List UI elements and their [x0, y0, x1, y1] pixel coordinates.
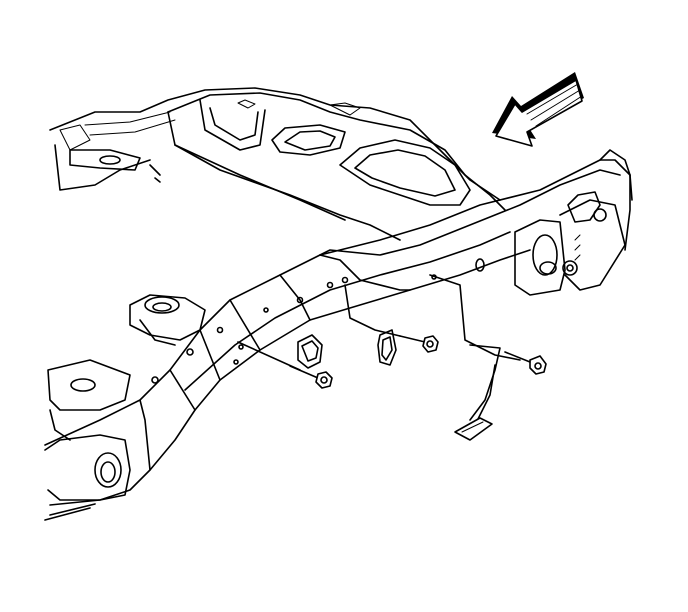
direction-arrow-icon: [492, 72, 584, 147]
fastener-bolt-center: [344, 284, 439, 366]
rear-crossmember: [49, 87, 501, 201]
crossmember: [167, 92, 506, 241]
frame-rail: [44, 149, 633, 506]
front-body-mount: [44, 359, 131, 521]
center-body-mount: [129, 294, 206, 346]
rear-body-mount: [514, 191, 626, 296]
bracket-clip: [429, 274, 547, 441]
fastener-bolt-left: [237, 334, 333, 389]
